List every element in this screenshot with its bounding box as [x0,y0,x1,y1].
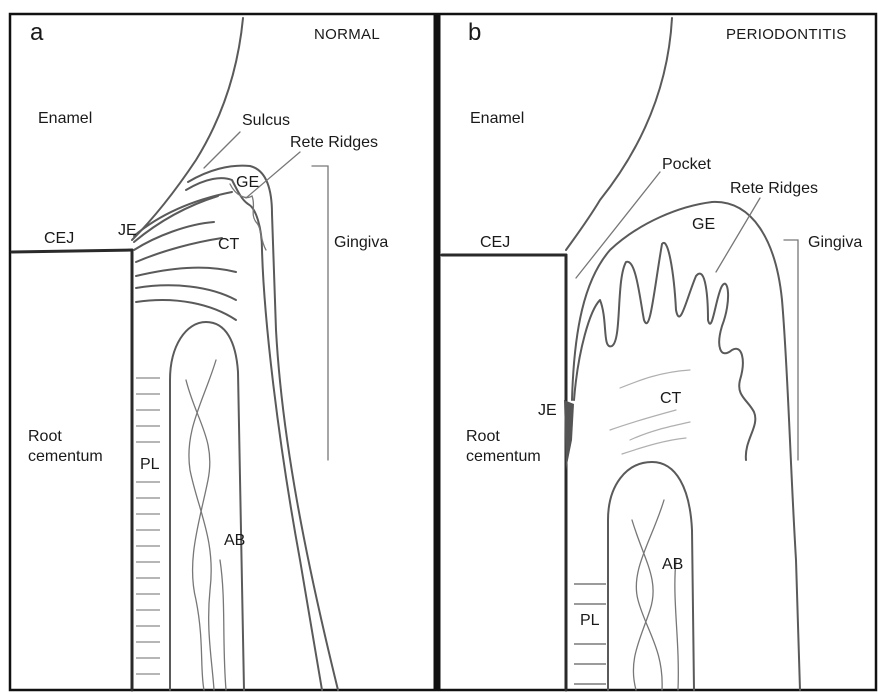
bone-trabecula-b3 [675,560,678,690]
enamel-surface-a [132,18,243,240]
bone-trabecula-b1 [632,520,653,690]
ge-inner-a [186,178,322,690]
rete-ridges-b [574,243,755,460]
gingiva-bracket-a [312,166,328,460]
label-root-b: Root [466,428,500,446]
bone-trabecula-a1 [186,380,210,690]
label-enamel-b: Enamel [470,110,524,128]
enamel-surface-b [566,18,672,250]
ct-fiber-b4 [622,438,686,454]
label-ge-b: GE [692,216,715,234]
label-cementum-a: cementum [28,448,103,466]
rete-leader-b [716,198,760,272]
label-enamel-a: Enamel [38,110,92,128]
ct-fiber-b2 [610,410,676,430]
panel-b-title: PERIODONTITIS [726,26,847,44]
label-ge-a: GE [236,174,259,192]
pl-hatching-b [574,584,606,684]
label-je-b: JE [538,402,557,420]
label-pl-a: PL [140,456,160,474]
fiber-a5 [136,268,236,276]
label-sulcus-a: Sulcus [242,112,290,130]
label-gingiva-b: Gingiva [808,234,862,252]
label-rete-ridges-b: Rete Ridges [730,180,818,198]
bone-trabecula-a3 [220,560,226,690]
label-rete-ridges-a: Rete Ridges [290,134,378,152]
pl-hatching-a [136,378,160,674]
label-cej-b: CEJ [480,234,510,252]
label-cej-a: CEJ [44,230,74,248]
label-ct-a: CT [218,236,239,254]
panel-a-title: NORMAL [314,26,380,44]
pocket-leader-b [576,172,660,278]
bone-trabecula-b2 [636,500,664,690]
bone-trabecula-a2 [189,360,216,690]
gingiva-outer-b [572,202,800,690]
ct-fiber-b1 [620,370,690,388]
fiber-a2 [134,196,218,242]
label-pocket-b: Pocket [662,156,711,174]
label-ab-a: AB [224,532,245,550]
frame-border [10,14,876,690]
label-gingiva-a: Gingiva [334,234,388,252]
panel-b-letter: b [468,20,481,46]
label-cementum-b: cementum [466,448,541,466]
label-root-a: Root [28,428,62,446]
cej-line-a [12,250,132,252]
label-ct-b: CT [660,390,681,408]
fiber-a7 [136,300,236,320]
label-pl-b: PL [580,612,600,630]
fiber-a6 [136,285,236,300]
ct-fiber-b3 [630,422,690,440]
panel-a-letter: a [30,20,43,46]
label-ab-b: AB [662,556,683,574]
label-je-a: JE [118,222,137,240]
alveolar-bone-a [170,322,244,690]
